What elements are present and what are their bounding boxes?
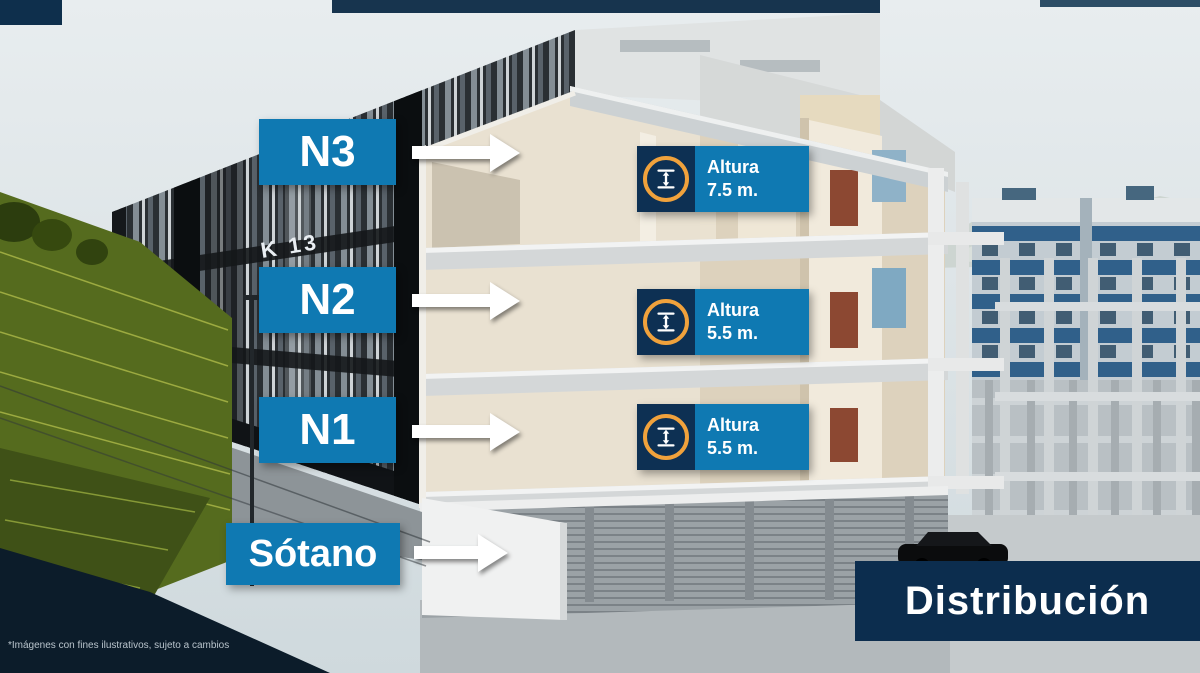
section-title: Distribución [855, 561, 1200, 641]
altura-value: 5.5 m. [707, 438, 759, 458]
height-measure-icon [637, 289, 695, 355]
arrow-n2-icon [412, 294, 490, 307]
height-measure-icon [637, 404, 695, 470]
bottom-left-shadow [0, 548, 330, 673]
roof-structures [575, 13, 955, 192]
altura-label: Altura [707, 414, 760, 435]
altura-label: Altura [707, 299, 760, 320]
top-roof-bands [0, 0, 1200, 25]
altura-value: 7.5 m. [707, 180, 759, 200]
altura-value: 5.5 m. [707, 323, 759, 343]
altura-badge-n2: Altura 5.5 m. [637, 289, 809, 355]
floor-label-n1: N1 [259, 397, 396, 463]
altura-label: Altura [707, 156, 760, 177]
floor-label-n2: N2 [259, 267, 396, 333]
arrow-n1-icon [412, 425, 490, 438]
disclaimer-text: *Imágenes con fines ilustrativos, sujeto… [8, 640, 230, 651]
construction-frame [995, 258, 1200, 522]
arrow-n3-icon [412, 146, 490, 159]
altura-badge-n1: Altura 5.5 m. [637, 404, 809, 470]
arrow-sotano-icon [414, 546, 478, 559]
floor-label-sotano: Sótano [226, 523, 400, 585]
floor-label-n3: N3 [259, 119, 396, 185]
altura-badge-n3: Altura 7.5 m. [637, 146, 809, 212]
height-measure-icon [637, 146, 695, 212]
